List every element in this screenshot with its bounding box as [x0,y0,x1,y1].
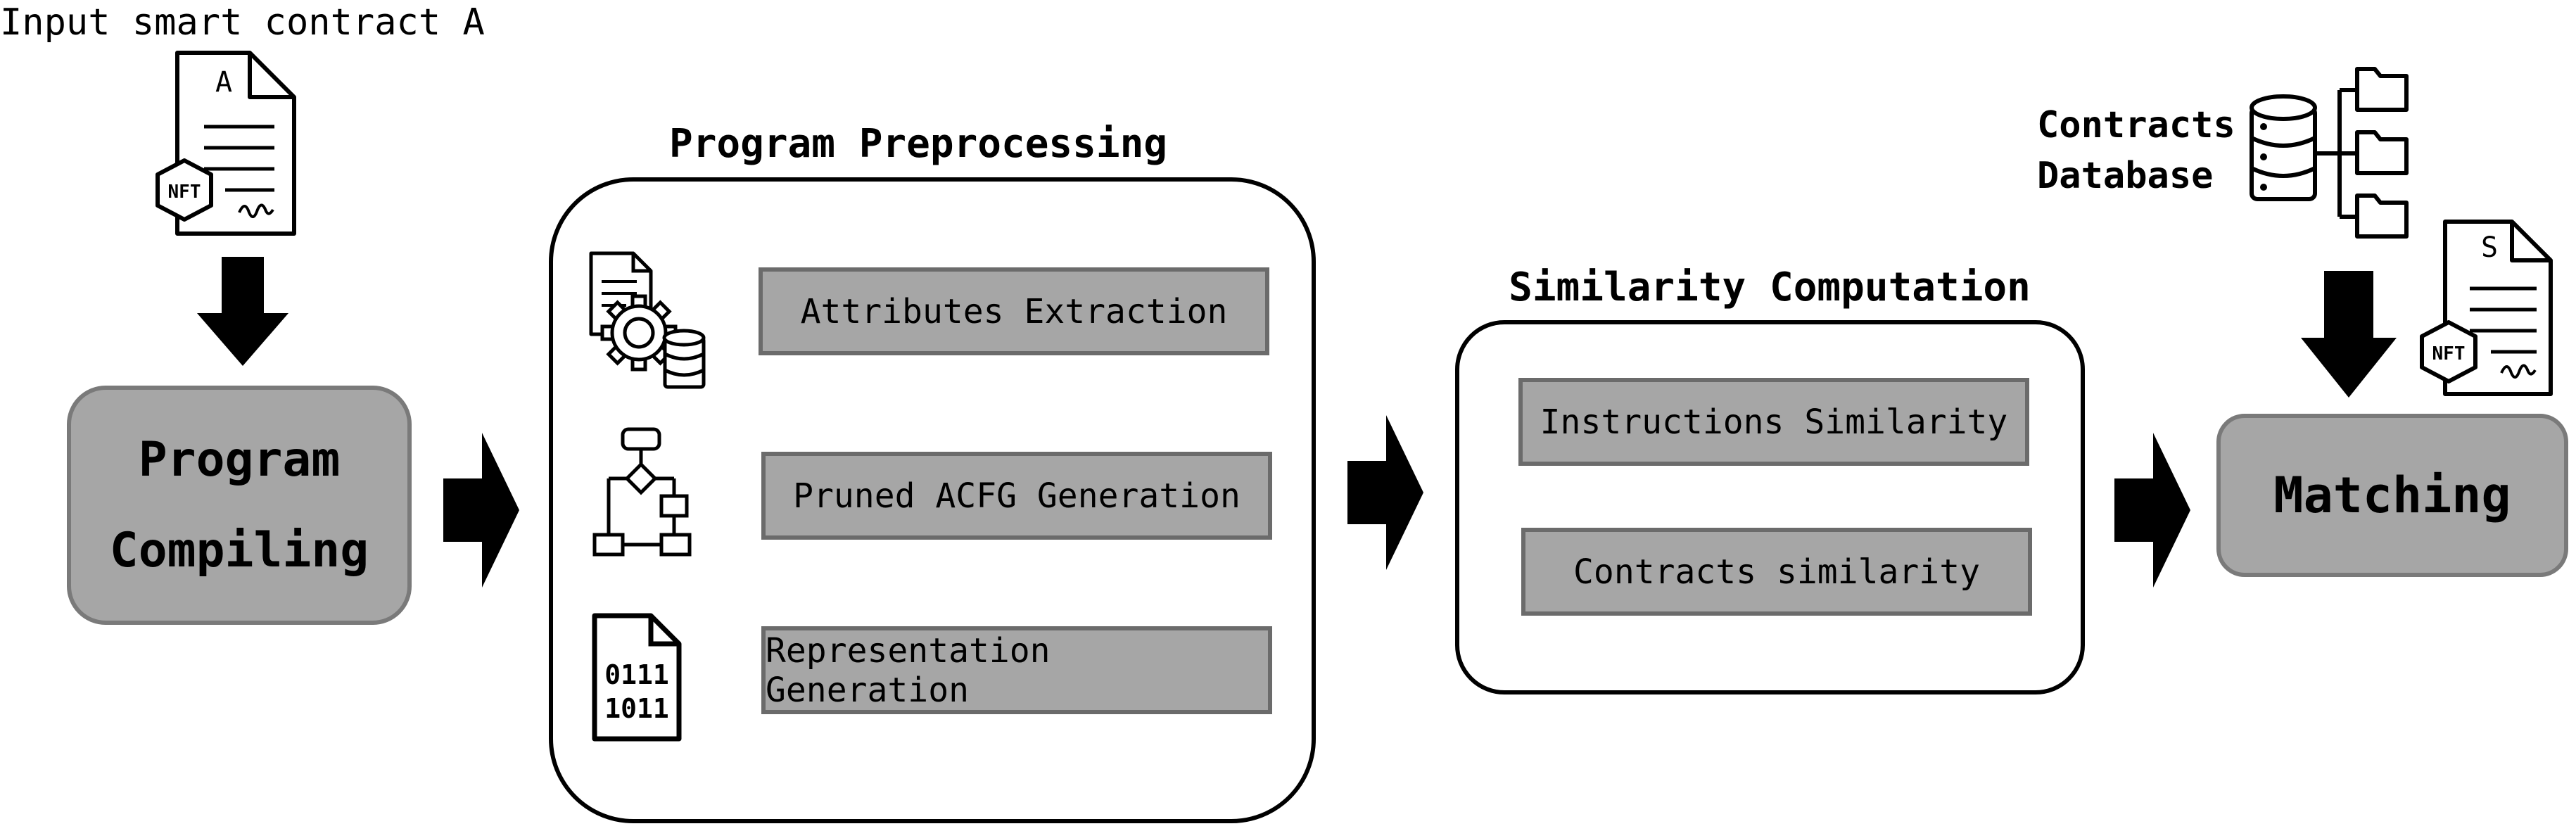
binary-row2: 1011 [604,693,669,724]
right-arrow-icon [1347,415,1425,570]
program-compiling-line2: Compiling [109,523,369,578]
attributes-extraction-step: Attributes Extraction [759,267,1269,355]
representation-generation-step: Representation Generation [761,626,1272,714]
database-label-line1: Contracts [2037,104,2235,146]
input-contract-label: Input smart contract A [0,1,485,44]
database-folders-icon [2248,62,2417,248]
right-arrow-icon [2114,433,2192,588]
database-label-line2: Database [2037,155,2214,197]
matching-box: Matching [2216,414,2568,577]
down-arrow-icon [2299,271,2398,401]
contracts-similarity-step: Contracts similarity [1521,528,2032,616]
binary-row1: 0111 [604,659,669,690]
doc-s-letter: S [2481,231,2498,264]
doc-a-letter: A [215,66,232,99]
program-compiling-box: Program Compiling [67,386,412,625]
doc-a-badge: NFT [168,182,201,203]
similarity-panel [1455,320,2085,694]
program-compiling-line1: Program [138,431,341,488]
down-arrow-icon [193,257,292,369]
matching-label: Matching [2273,466,2511,524]
preprocessing-title: Program Preprocessing [668,121,1167,167]
flowchart-icon [591,426,697,559]
similarity-title: Similarity Computation [1509,265,2031,310]
gear-document-icon [584,250,711,391]
contract-document-a-icon: NFT A [134,49,303,239]
right-arrow-icon [443,433,521,588]
instructions-similarity-step: Instructions Similarity [1518,378,2029,466]
contract-document-s-icon: NFT S [2413,218,2554,401]
doc-s-badge: NFT [2432,343,2466,364]
pruned-acfg-generation-step: Pruned ACFG Generation [761,452,1272,540]
binary-file-icon: 0111 1011 [591,612,683,742]
